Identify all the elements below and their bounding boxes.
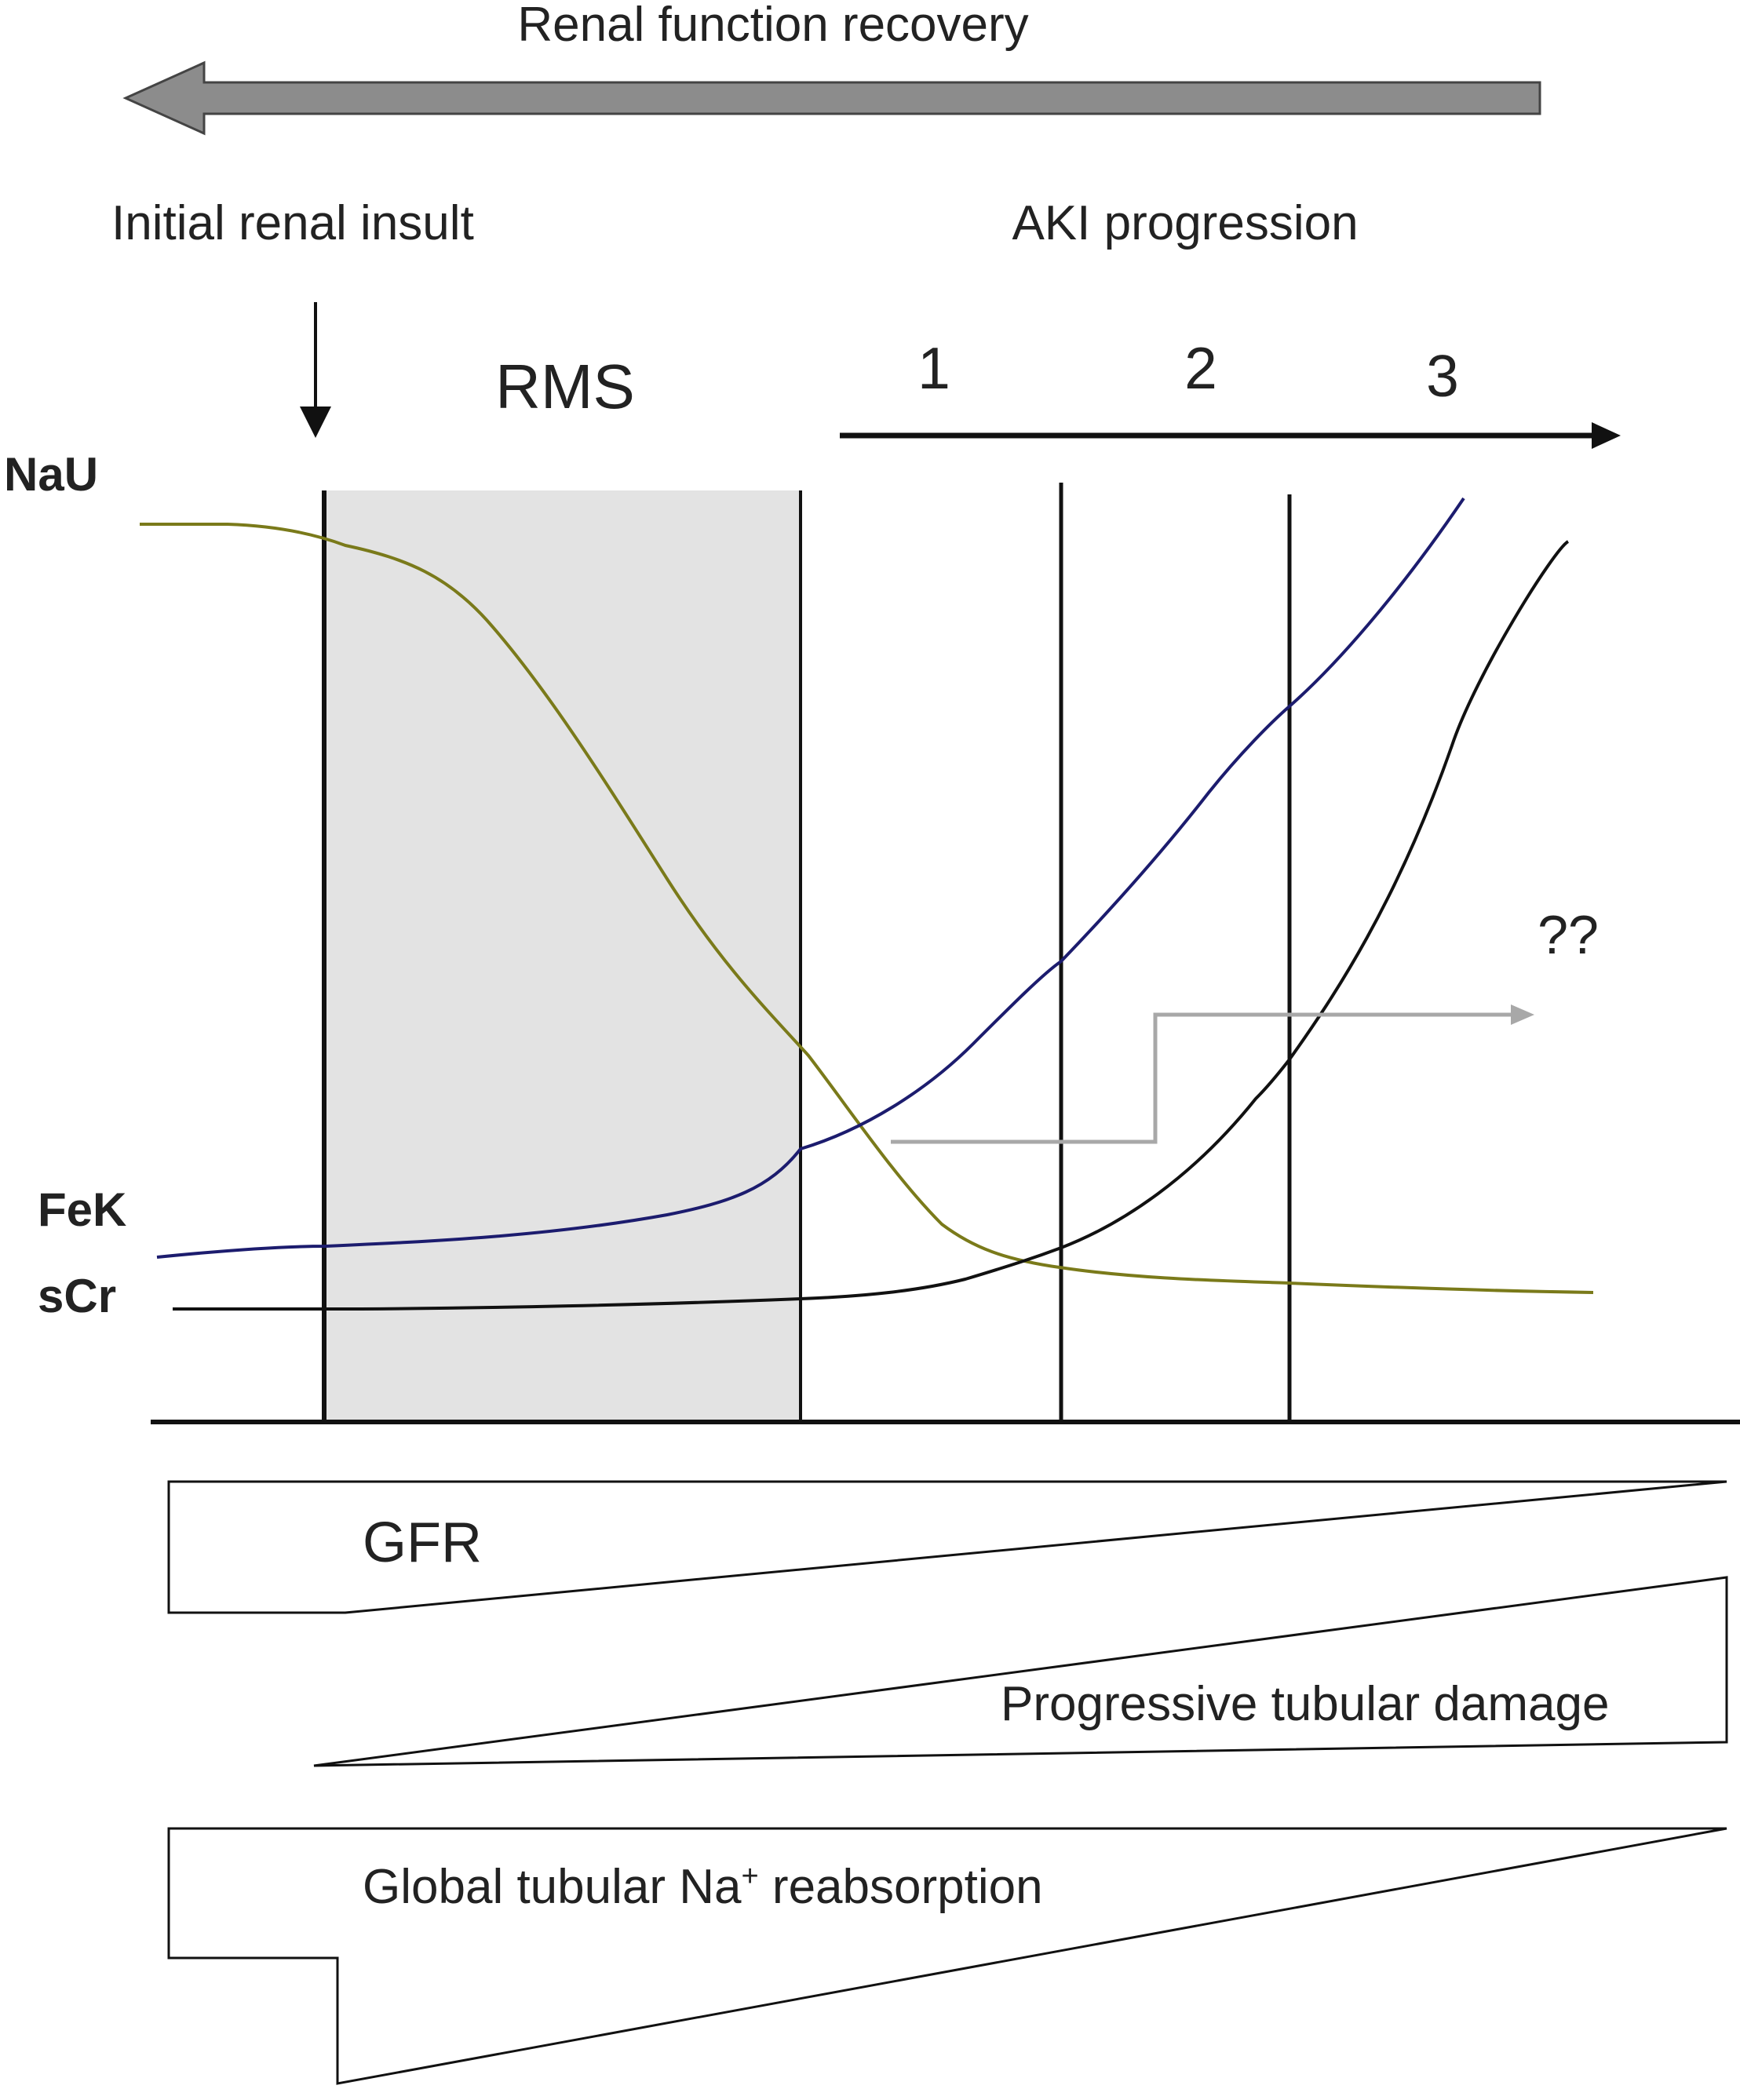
- na-reabsorption-suffix: reabsorption: [759, 1860, 1043, 1914]
- tubular-damage-label: Progressive tubular damage: [1001, 1677, 1609, 1731]
- na-superscript: +: [742, 1860, 759, 1893]
- scr-curve: [173, 540, 1570, 1311]
- progression-label: AKI progression: [1012, 196, 1358, 250]
- unknown-step-arrow: [891, 1012, 1515, 1144]
- rms-region: [326, 490, 801, 1420]
- unknown-arrowhead: [1511, 1004, 1534, 1025]
- na-reabsorption-prefix: Global tubular Na: [363, 1860, 742, 1914]
- stage-1-label: 1: [917, 335, 950, 401]
- fek-label: FeK: [38, 1183, 126, 1236]
- unknown-label: ??: [1538, 904, 1599, 965]
- na-reabsorption-band: [167, 1827, 1727, 2085]
- rms-label: RMS: [495, 352, 635, 421]
- recovery-label: Renal function recovery: [517, 0, 1028, 52]
- nau-curve: [140, 523, 1594, 1294]
- fek-curve: [156, 497, 1465, 1259]
- recovery-arrow: [122, 60, 1541, 136]
- stage-2-label: 2: [1184, 335, 1217, 401]
- tubular-damage-band: [313, 1576, 1728, 1767]
- stage-3-label: 3: [1426, 343, 1459, 409]
- insult-label: Initial renal insult: [111, 196, 474, 250]
- na-reabsorption-label: Global tubular Na+ reabsorption: [363, 1860, 1043, 1914]
- progression-arrowhead: [1592, 422, 1621, 449]
- gfr-band: [167, 1480, 1727, 1614]
- scr-label: sCr: [38, 1270, 116, 1322]
- nau-label: NaU: [4, 448, 98, 501]
- gfr-label: GFR: [363, 1511, 482, 1574]
